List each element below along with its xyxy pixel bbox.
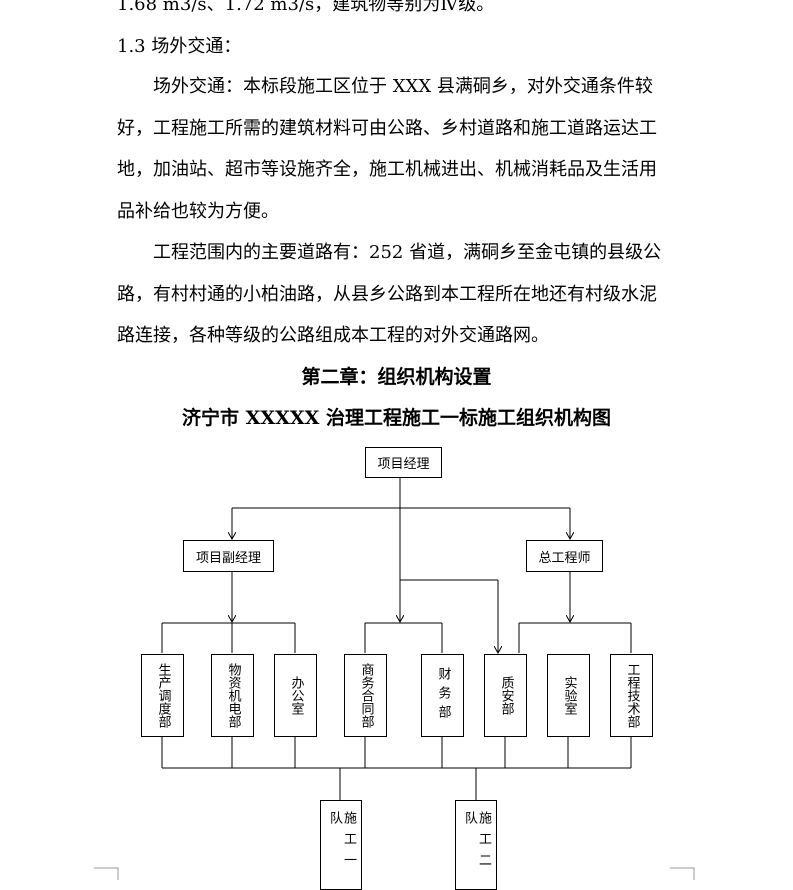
dept-label: 实验室 bbox=[561, 676, 577, 715]
team-one-box: 施工一队 bbox=[320, 800, 362, 890]
paragraph-line: 好，工程施工所需的建筑材料可由公路、乡村道路和施工道路运达工 bbox=[117, 118, 657, 139]
dept-label: 工程技术部 bbox=[624, 663, 640, 728]
dept-materials-equipment: 物资机电部 bbox=[211, 654, 254, 737]
dept-label: 质安部 bbox=[498, 676, 514, 715]
chapter-title: 第二章：组织机构设置 bbox=[301, 366, 492, 388]
deputy-manager-label: 项目副经理 bbox=[195, 550, 261, 566]
chief-engineer-label: 总工程师 bbox=[538, 550, 591, 566]
dept-engineering-technology: 工程技术部 bbox=[610, 654, 653, 737]
org-chart-title: 济宁市 XXXXX 治理工程施工一标施工组织机构图 bbox=[182, 407, 611, 429]
paragraph-line: 工程范围内的主要道路有：252 省道，满硐乡至金屯镇的县级公 bbox=[153, 242, 662, 263]
project-manager-box: 项目经理 bbox=[365, 447, 442, 478]
dept-label: 生产调度部 bbox=[155, 663, 171, 728]
dept-label: 办公室 bbox=[288, 676, 304, 715]
paragraph-line: 地，加油站、超市等设施齐全，施工机械进出、机械消耗品及生活用 bbox=[117, 159, 657, 180]
dept-production-dispatch: 生产调度部 bbox=[141, 654, 184, 737]
dept-label: 物资机电部 bbox=[225, 663, 241, 728]
chief-engineer-box: 总工程师 bbox=[526, 540, 603, 572]
paragraph-line: 品补给也较为方便。 bbox=[117, 201, 279, 222]
paragraph-line: 路连接，各种等级的公路组成本工程的对外交通路网。 bbox=[117, 325, 549, 346]
dept-label: 商务合同部 bbox=[358, 663, 374, 728]
clipped-top-line: 1.68 m3/s、1.72 m3/s，建筑物等别为Ⅳ级。 bbox=[117, 0, 495, 15]
paragraph-line: 场外交通：本标段施工区位于 XXX 县满硐乡，对外交通条件较 bbox=[153, 76, 653, 97]
paragraph-line: 路，有村村通的小柏油路，从县乡公路到本工程所在地还有村级水泥 bbox=[117, 284, 657, 305]
team-label: 施工一队 bbox=[327, 811, 356, 874]
section-heading: 1.3 场外交通： bbox=[117, 36, 242, 57]
dept-label: 财务部 bbox=[435, 667, 451, 724]
team-label: 施工二队 bbox=[462, 811, 491, 874]
dept-quality-safety: 质安部 bbox=[484, 654, 527, 737]
deputy-manager-box: 项目副经理 bbox=[183, 540, 274, 572]
project-manager-label: 项目经理 bbox=[377, 457, 430, 472]
dept-office: 办公室 bbox=[274, 654, 317, 737]
dept-laboratory: 实验室 bbox=[547, 654, 590, 737]
dept-finance: 财务部 bbox=[421, 654, 464, 737]
team-two-box: 施工二队 bbox=[455, 800, 497, 890]
dept-business-contract: 商务合同部 bbox=[344, 654, 387, 737]
